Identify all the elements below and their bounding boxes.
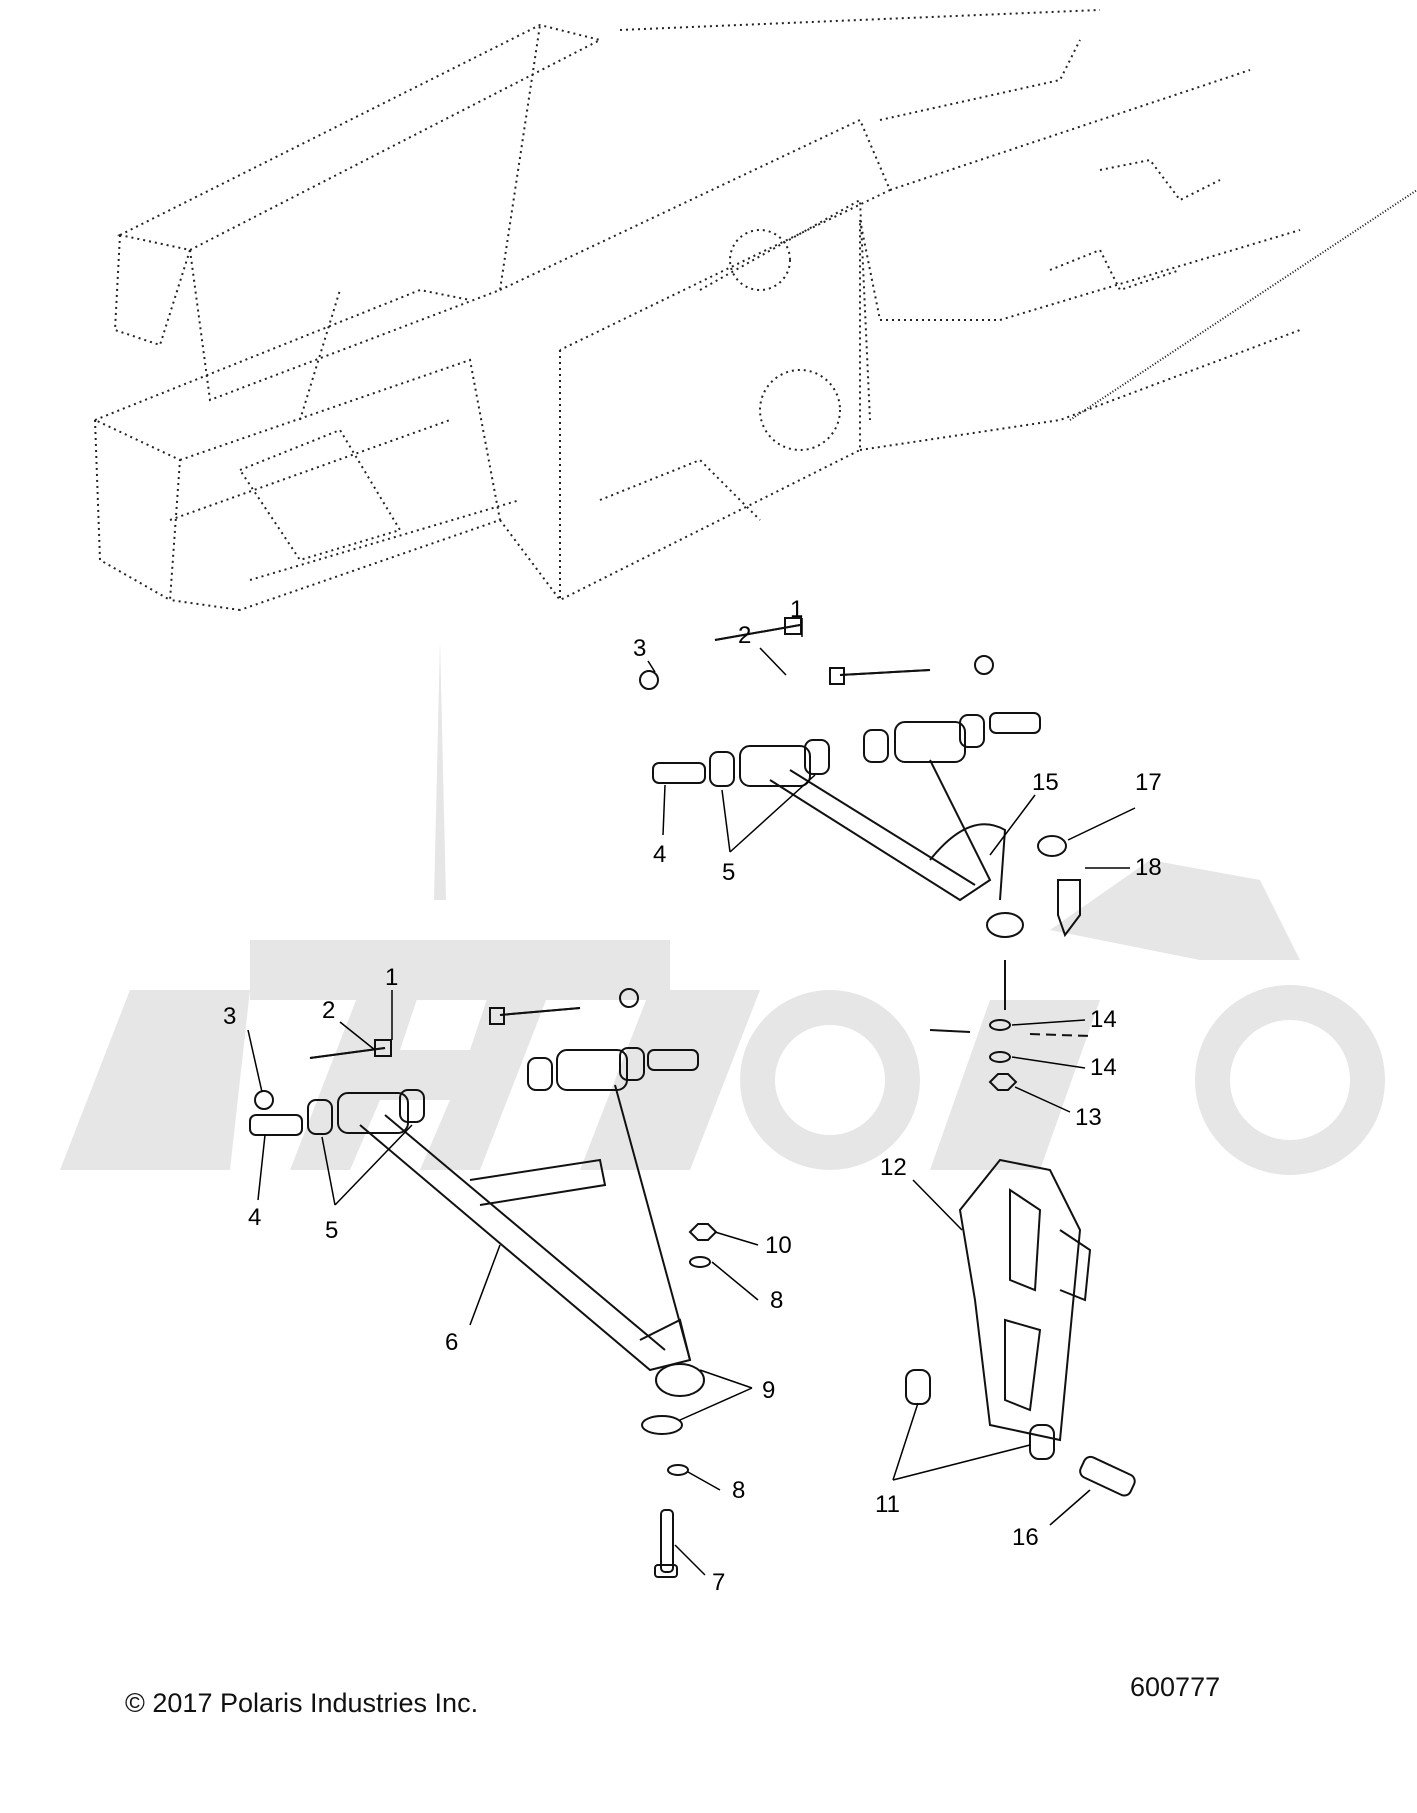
- callout-2-upper: 2: [738, 622, 751, 649]
- leader-lines: [247, 618, 1136, 1576]
- watermark: [60, 640, 1385, 1175]
- callout-12: 12: [880, 1154, 907, 1181]
- callout-1-upper: 1: [790, 596, 803, 623]
- callout-5-lower: 5: [325, 1217, 338, 1244]
- callout-13: 13: [1075, 1104, 1102, 1131]
- callout-15: 15: [1032, 769, 1059, 796]
- callout-1-lower: 1: [385, 964, 398, 991]
- callout-16: 16: [1012, 1524, 1039, 1551]
- figure-number: 600777: [1130, 1672, 1221, 1702]
- bolt-head: [784, 617, 802, 635]
- callout-10: 10: [765, 1232, 792, 1259]
- callout-2-lower: 2: [322, 997, 335, 1024]
- callout-8-upper: 8: [770, 1287, 783, 1314]
- callout-5-upper: 5: [722, 859, 735, 886]
- callout-9: 9: [762, 1377, 775, 1404]
- callout-18: 18: [1135, 854, 1162, 881]
- callout-17: 17: [1135, 769, 1162, 796]
- callout-4-upper: 4: [653, 841, 666, 868]
- callout-4-lower: 4: [248, 1204, 261, 1231]
- callout-11: 11: [875, 1491, 900, 1518]
- copyright-text: © 2017 Polaris Industries Inc.: [125, 1688, 479, 1718]
- spindle-assembly: [905, 1158, 1136, 1497]
- callout-7: 7: [712, 1569, 725, 1596]
- callout-labels: 1 2 3 4 5 15 17 18 14 14 13 12 1 2 3 4 5…: [223, 596, 1162, 1596]
- snap-ring: [1037, 835, 1067, 857]
- vehicle-frame: [93, 9, 1417, 611]
- callout-3-lower: 3: [223, 1003, 236, 1030]
- callout-14-a: 14: [1090, 1006, 1117, 1033]
- callout-3-upper: 3: [633, 635, 646, 662]
- callout-14-b: 14: [1090, 1054, 1117, 1081]
- lower-a-arm-assembly: [249, 988, 718, 1578]
- callout-6: 6: [445, 1329, 458, 1356]
- upper-a-arm-assembly: [639, 617, 1091, 1091]
- callout-8-lower: 8: [732, 1477, 745, 1504]
- ball-joint: [1057, 879, 1081, 938]
